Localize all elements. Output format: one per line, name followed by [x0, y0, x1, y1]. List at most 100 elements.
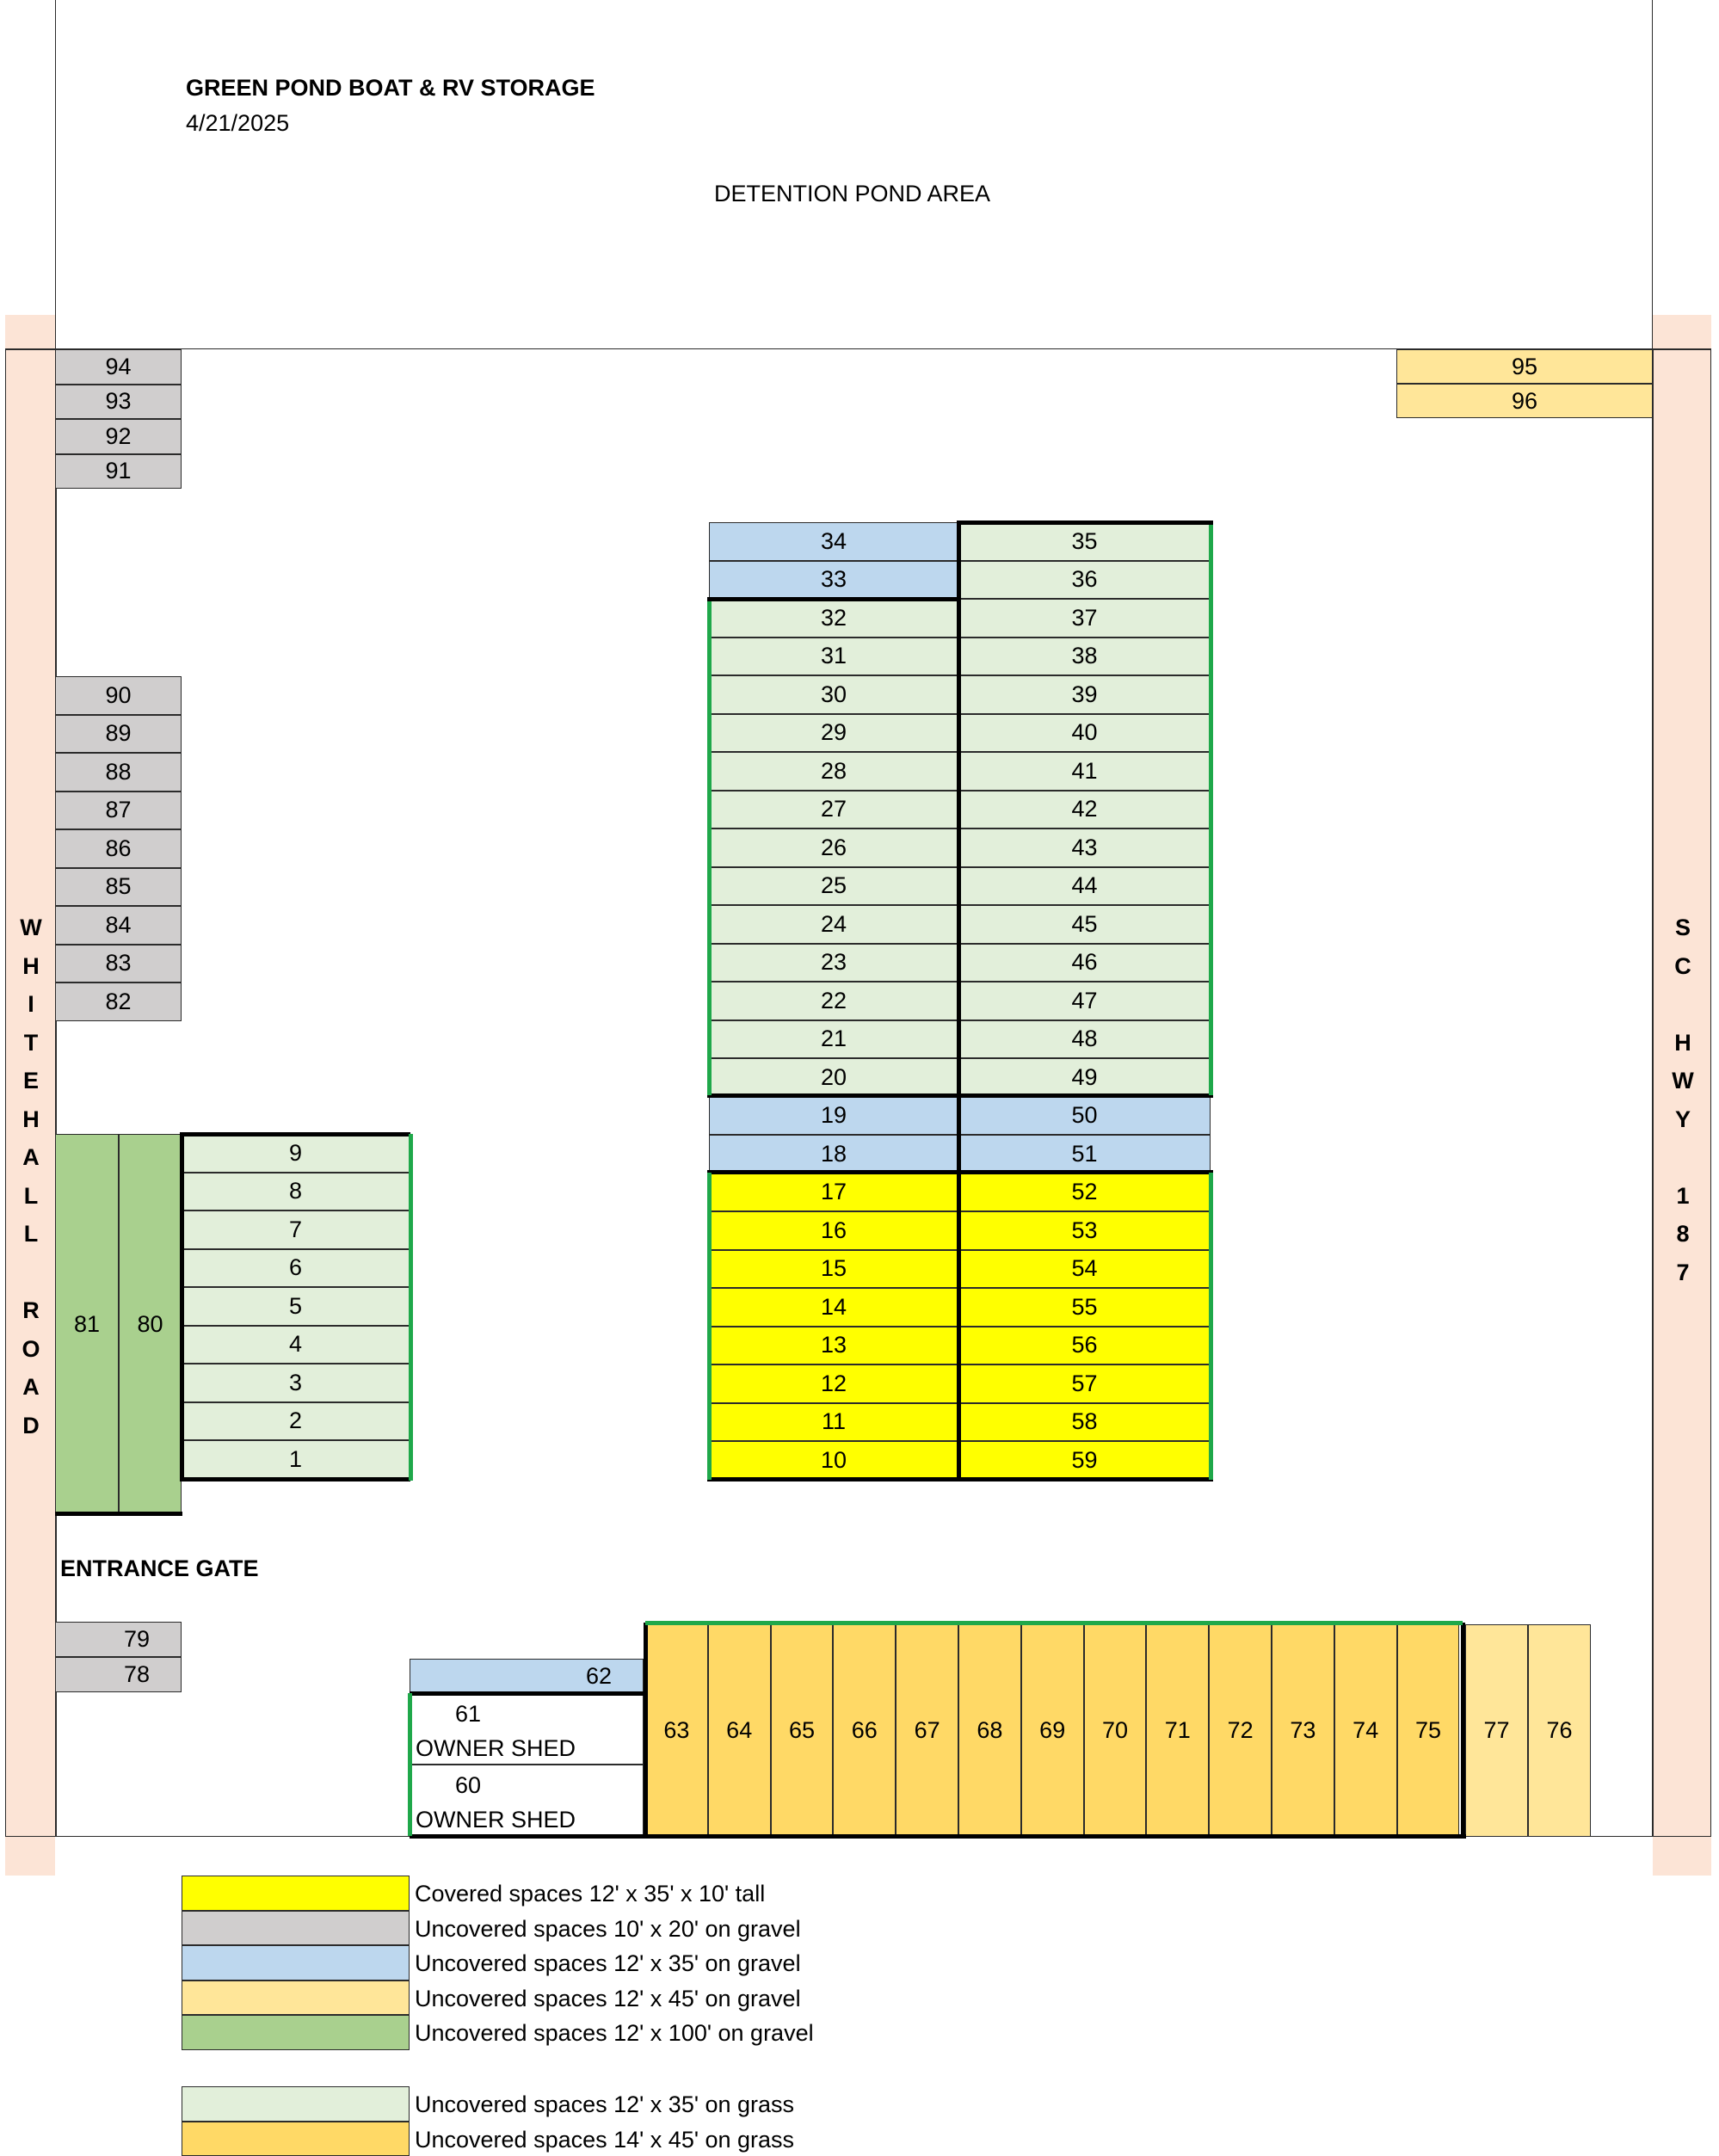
space-48: 48 — [958, 1019, 1211, 1058]
legend-swatch — [182, 1910, 410, 1945]
space-4: 4 — [182, 1325, 410, 1364]
road-letter: 7 — [1676, 1259, 1690, 1285]
space-26: 26 — [709, 829, 958, 867]
hwy-edge — [1652, 349, 1654, 1837]
road-letter: L — [23, 1182, 39, 1209]
space-65: 65 — [770, 1624, 834, 1837]
space-42: 42 — [958, 790, 1211, 829]
green-edge — [645, 1621, 1463, 1625]
road-letter: R — [22, 1297, 40, 1323]
space-25: 25 — [709, 866, 958, 905]
space-81: 81 — [55, 1134, 119, 1514]
space-28: 28 — [709, 752, 958, 791]
road-letter: A — [22, 1374, 40, 1400]
border-line — [410, 1691, 645, 1696]
space-87: 87 — [55, 791, 182, 829]
space-69: 69 — [1020, 1624, 1084, 1837]
border-line — [957, 521, 1213, 525]
road-letter: L — [23, 1221, 39, 1247]
space-59: 59 — [958, 1441, 1211, 1480]
border-line — [644, 1834, 1466, 1839]
space-83: 83 — [55, 944, 182, 983]
space-66: 66 — [833, 1624, 896, 1837]
space-55: 55 — [958, 1288, 1211, 1327]
space-88: 88 — [55, 753, 182, 792]
space-53: 53 — [958, 1211, 1211, 1250]
space-32: 32 — [709, 599, 958, 638]
space-27: 27 — [709, 790, 958, 829]
detention-pond-label: DETENTION POND AREA — [714, 181, 991, 206]
legend-swatch — [182, 2086, 410, 2122]
space-67: 67 — [896, 1624, 958, 1837]
space-94: 94 — [55, 349, 182, 385]
legend-label: Uncovered spaces 12' x 35' on gravel — [415, 1950, 801, 1976]
space-58: 58 — [958, 1402, 1211, 1441]
border-line — [707, 597, 961, 601]
road-letter: I — [28, 991, 34, 1017]
space-54: 54 — [958, 1249, 1211, 1288]
space-49: 49 — [958, 1058, 1211, 1097]
shed-label: OWNER SHED — [416, 1807, 576, 1833]
legend-label: Covered spaces 12' x 35' x 10' tall — [415, 1881, 766, 1907]
space-36: 36 — [958, 560, 1211, 599]
legend-swatch — [182, 1980, 410, 2015]
border-line — [1461, 1623, 1465, 1839]
space-37: 37 — [958, 599, 1211, 638]
space-56: 56 — [958, 1326, 1211, 1364]
space-41: 41 — [958, 752, 1211, 791]
space-77: 77 — [1465, 1624, 1528, 1837]
road-letter: 8 — [1676, 1221, 1690, 1247]
space-71: 71 — [1146, 1624, 1210, 1837]
space-17: 17 — [709, 1173, 958, 1211]
space-89: 89 — [55, 714, 182, 753]
border-line — [410, 1834, 645, 1839]
border-line — [957, 521, 961, 1481]
legend-label: Uncovered spaces 12' x 35' on grass — [415, 2091, 795, 2117]
space-19: 19 — [709, 1096, 958, 1135]
road-letter: H — [1674, 1029, 1691, 1056]
space-78: 78 — [55, 1657, 182, 1692]
space-57: 57 — [958, 1364, 1211, 1403]
space-45: 45 — [958, 905, 1211, 944]
green-edge — [408, 1693, 412, 1836]
space-33: 33 — [709, 560, 958, 599]
road-letter: H — [22, 952, 40, 979]
space-31: 31 — [709, 637, 958, 675]
space-11: 11 — [709, 1402, 958, 1441]
space-74: 74 — [1334, 1624, 1397, 1837]
space-7: 7 — [182, 1210, 410, 1249]
road-letter — [1679, 1138, 1686, 1177]
legend-swatch — [182, 2121, 410, 2156]
page-date: 4/21/2025 — [186, 110, 290, 136]
road-letter: Y — [1674, 1106, 1691, 1132]
road-letter: S — [1674, 915, 1691, 940]
green-edge — [409, 1134, 413, 1481]
space-76: 76 — [1528, 1624, 1591, 1837]
space-9: 9 — [182, 1134, 410, 1173]
shed-label: OWNER SHED — [416, 1735, 576, 1761]
space-44: 44 — [958, 866, 1211, 905]
green-edge — [707, 1173, 712, 1480]
border-line — [644, 1623, 648, 1839]
space-43: 43 — [958, 829, 1211, 867]
legend-swatch — [182, 1945, 410, 1980]
space-23: 23 — [709, 943, 958, 982]
green-edge — [1209, 525, 1213, 1095]
space-72: 72 — [1209, 1624, 1272, 1837]
green-edge — [1209, 1173, 1213, 1480]
space-15: 15 — [709, 1249, 958, 1288]
page-title: GREEN POND BOAT & RV STORAGE — [186, 75, 595, 101]
road-letter: A — [22, 1144, 40, 1170]
road-letter: O — [22, 1335, 40, 1362]
legend-swatch — [182, 2015, 410, 2050]
road-letter: T — [23, 1029, 39, 1056]
space-95: 95 — [1396, 349, 1653, 384]
space-75: 75 — [1396, 1624, 1460, 1837]
space-12: 12 — [709, 1364, 958, 1403]
space-68: 68 — [958, 1624, 1021, 1837]
space-1: 1 — [182, 1440, 410, 1479]
